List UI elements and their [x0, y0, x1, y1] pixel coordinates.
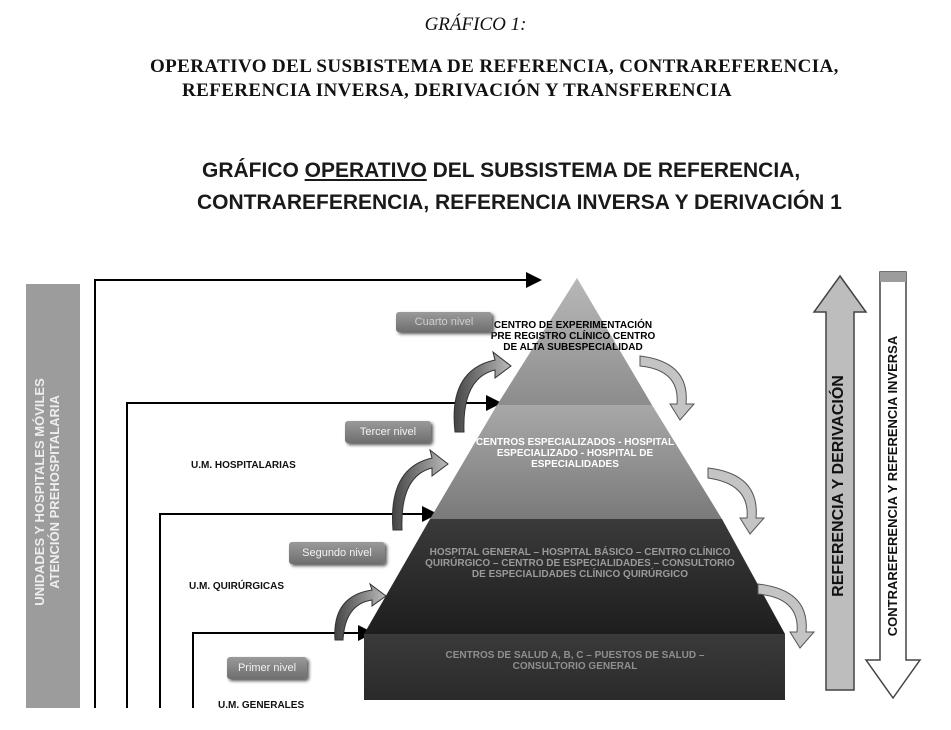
level-button-1[interactable]: Primer nivel	[227, 657, 307, 679]
prehospital-bar	[26, 284, 80, 708]
pyramid-tier-2	[364, 519, 785, 634]
tier-2-content: HOSPITAL GENERAL – HOSPITAL BÁSICO – CEN…	[425, 547, 735, 580]
unit-label-generales: U.M. GENERALES	[218, 700, 305, 711]
curved-arrows-down	[639, 355, 816, 649]
graphic-title-underlined: OPERATIVO	[304, 159, 427, 182]
graphic-title-line2: CONTRAREFERENCIA, REFERENCIA INVERSA Y D…	[197, 191, 842, 214]
prehospital-label-line1: UNIDADES Y HOSPITALES MÓVILES	[32, 378, 47, 606]
figure-caption: GRÁFICO 1:	[424, 14, 527, 35]
figure-title-line2: REFERENCIA INVERSA, DERIVACIÓN Y TRANSFE…	[182, 80, 732, 101]
pyramid-tier-3	[430, 405, 722, 519]
level-button-4[interactable]: Cuarto nivel	[396, 312, 492, 332]
counter-reference-arrow-label: CONTRAREFERENCIA Y REFERENCIA INVERSA	[885, 335, 900, 637]
reference-arrow-label: REFERENCIA Y DERIVACIÓN	[830, 375, 847, 597]
level-button-2[interactable]: Segundo nivel	[289, 542, 385, 564]
prehospital-label-line2: ATENCIÓN PREHOSPITALARIA	[47, 395, 62, 589]
pyramid-tier-1	[364, 634, 785, 700]
graphic-title-line1: GRÁFICO OPERATIVO DEL SUBSISTEMA DE REFE…	[202, 159, 801, 182]
unit-label-hospitalarias: U.M. HOSPITALARIAS	[191, 460, 296, 471]
connector-lines	[94, 272, 542, 708]
tier-1-content: CENTROS DE SALUD A, B, C – PUESTOS DE SA…	[445, 650, 705, 672]
level-button-3[interactable]: Tercer nivel	[345, 421, 431, 443]
reference-up-arrow	[812, 274, 868, 691]
figure-title-line1: OPERATIVO DEL SUSBISTEMA DE REFERENCIA, …	[150, 56, 839, 77]
pyramid-tier-4	[497, 278, 652, 405]
unit-label-quirurgicas: U.M. QUIRÚRGICAS	[189, 581, 284, 592]
counter-reference-down-arrow	[864, 271, 922, 700]
prehospital-label: UNIDADES Y HOSPITALES MÓVILES ATENCIÓN P…	[32, 282, 74, 702]
curved-arrows-up	[334, 350, 512, 641]
